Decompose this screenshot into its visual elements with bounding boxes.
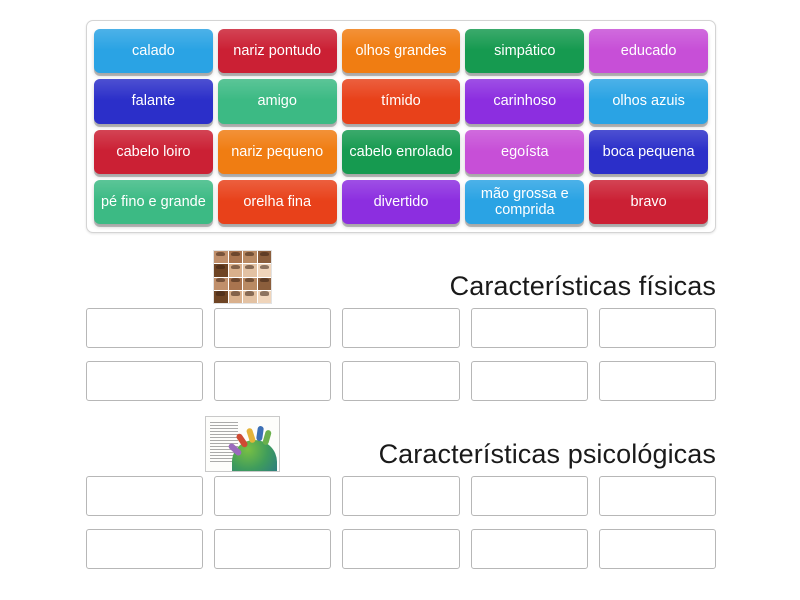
- drop-slot[interactable]: [342, 476, 460, 516]
- drop-slot[interactable]: [214, 308, 332, 348]
- drop-slot[interactable]: [86, 476, 204, 516]
- poster-text-lines: [210, 422, 238, 464]
- word-tile[interactable]: orelha fina: [217, 179, 337, 224]
- word-tile-label: tímido: [381, 93, 421, 110]
- word-tile-label: nariz pontudo: [233, 43, 322, 59]
- drop-slot[interactable]: [342, 361, 460, 401]
- word-tile-label: orelha fina: [243, 193, 312, 210]
- group-zone-psicologicas: Características psicológicas: [86, 416, 716, 569]
- word-tile-label: bravo: [630, 193, 667, 210]
- word-tile[interactable]: carinhoso: [465, 79, 585, 124]
- group-thumbnail-faces-grid-photo: [213, 250, 272, 304]
- word-tile-label: olhos grandes: [355, 43, 447, 59]
- word-tile-label: educado: [620, 43, 677, 59]
- word-tile[interactable]: educado: [589, 29, 708, 74]
- word-tile-label: pé fino e grande: [100, 193, 206, 210]
- poster-illustration: [206, 417, 279, 471]
- drop-slot[interactable]: [470, 361, 588, 401]
- word-tile[interactable]: egoísta: [465, 129, 585, 174]
- drop-slot[interactable]: [214, 361, 332, 401]
- word-tile-grid: calado nariz pontudo olhos grandes simpátic…: [94, 29, 708, 224]
- drop-slot[interactable]: [86, 361, 204, 401]
- word-tile-label: cabelo enrolado: [349, 143, 453, 160]
- word-tile-label: calado: [132, 43, 175, 59]
- word-tile[interactable]: calado: [94, 29, 213, 74]
- drop-slot[interactable]: [598, 308, 716, 348]
- drop-slot[interactable]: [214, 529, 332, 569]
- drop-slot[interactable]: [598, 529, 716, 569]
- word-tile-tray: calado nariz pontudo olhos grandes simpátic…: [86, 20, 716, 233]
- word-tile[interactable]: tímido: [341, 79, 461, 124]
- drop-slot[interactable]: [598, 361, 716, 401]
- word-tile[interactable]: cabelo loiro: [94, 129, 213, 174]
- word-tile-label: amigo: [257, 93, 297, 110]
- group-zone-fisicas: Características físicas: [86, 248, 716, 401]
- word-tile[interactable]: olhos grandes: [341, 29, 461, 74]
- word-tile[interactable]: simpático: [465, 29, 585, 74]
- drop-slot[interactable]: [470, 308, 588, 348]
- drop-slot[interactable]: [342, 529, 460, 569]
- drop-slot[interactable]: [86, 308, 204, 348]
- word-tile[interactable]: bravo: [589, 179, 708, 224]
- drop-slot[interactable]: [470, 529, 588, 569]
- word-tile[interactable]: mão grossa e comprida: [465, 179, 585, 224]
- word-tile[interactable]: pé fino e grande: [94, 179, 213, 224]
- drop-slot-row: [86, 476, 716, 569]
- word-tile[interactable]: olhos azuis: [589, 79, 708, 124]
- group-thumbnail-people-on-globe-poster: [205, 416, 280, 472]
- drop-slot[interactable]: [86, 529, 204, 569]
- drop-slot-row: [86, 308, 716, 401]
- word-tile-label: boca pequena: [602, 143, 695, 160]
- word-tile-label: falante: [131, 93, 176, 110]
- word-tile-label: divertido: [373, 193, 429, 210]
- word-tile[interactable]: nariz pequeno: [217, 129, 337, 174]
- drop-slot[interactable]: [214, 476, 332, 516]
- group-title: Características físicas: [449, 271, 716, 301]
- group-header: Características físicas: [86, 248, 716, 304]
- word-tile[interactable]: boca pequena: [589, 129, 708, 174]
- group-header: Características psicológicas: [86, 416, 716, 472]
- word-tile[interactable]: amigo: [217, 79, 337, 124]
- word-tile[interactable]: falante: [94, 79, 213, 124]
- word-tile-label: carinhoso: [493, 93, 557, 110]
- word-tile-label: simpático: [494, 43, 556, 59]
- drop-slot[interactable]: [470, 476, 588, 516]
- drop-slot[interactable]: [598, 476, 716, 516]
- word-tile[interactable]: nariz pontudo: [217, 29, 337, 74]
- word-tile-label: cabelo loiro: [116, 143, 191, 160]
- group-title: Características psicológicas: [378, 439, 716, 469]
- word-tile-label: olhos azuis: [612, 93, 685, 110]
- word-tile-label: mão grossa e comprida: [480, 185, 569, 218]
- word-tile[interactable]: cabelo enrolado: [341, 129, 461, 174]
- drop-slot[interactable]: [342, 308, 460, 348]
- faces-photo-collage: [214, 251, 271, 303]
- person-icon: [262, 429, 273, 446]
- word-tile[interactable]: divertido: [341, 179, 461, 224]
- word-tile-label: nariz pequeno: [231, 143, 324, 160]
- word-tile-label: egoísta: [501, 143, 549, 160]
